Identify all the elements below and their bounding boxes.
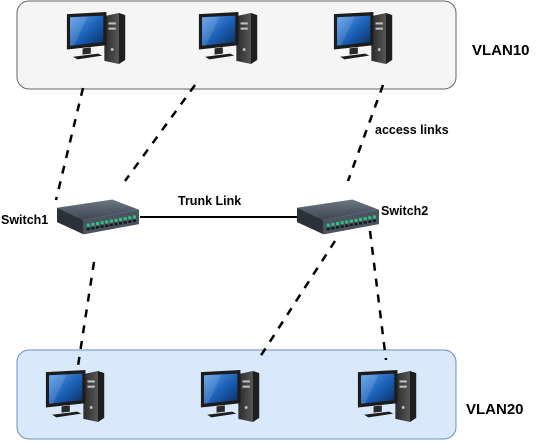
network-switch-icon [297,199,379,235]
switch1-label: Switch1 [1,213,48,227]
access-link-pc2-switch1 [123,84,197,182]
access-links [54,84,388,367]
vlan20-label: VLAN20 [466,401,524,418]
access-link-pc3-switch2 [346,84,385,182]
access-link-pc1-switch1 [54,87,85,201]
access-link-switch2-pc5 [256,240,337,361]
vlan10-label: VLAN10 [472,42,530,59]
trunk-link-label: Trunk Link [178,194,241,208]
access-links-label: access links [375,123,449,137]
access-link-switch2-pc6 [368,230,388,361]
network-switch-icon [57,199,139,235]
switch2-label: Switch2 [381,204,428,218]
access-link-switch1-pc4 [76,261,96,367]
